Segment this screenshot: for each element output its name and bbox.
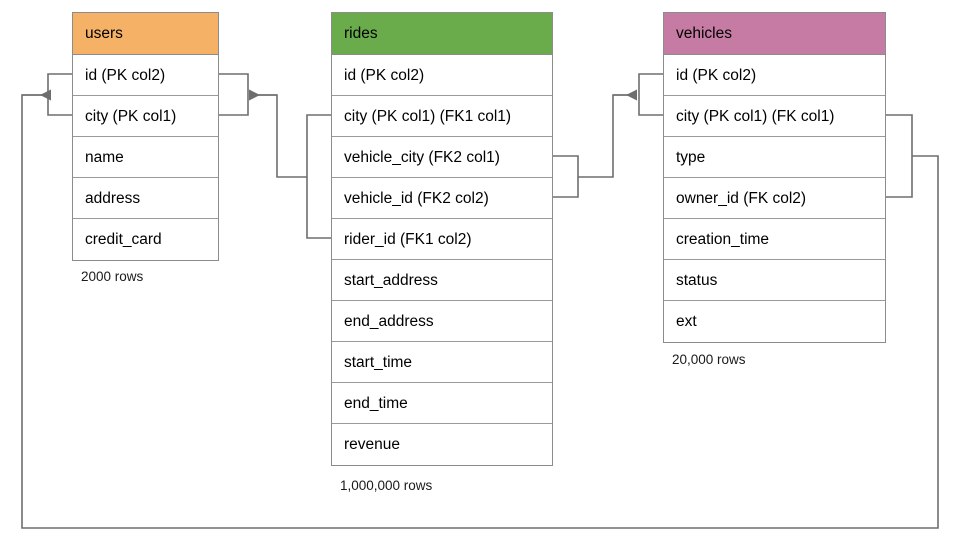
connector-vehicles-left-bracket — [638, 73, 663, 116]
row-count-rides: 1,000,000 rows — [340, 478, 433, 493]
table-row[interactable]: id (PK col2) — [73, 55, 218, 96]
table-header-vehicles: vehicles — [664, 13, 885, 55]
connector-users-right-bracket — [219, 73, 249, 116]
connector-users-left-bracket — [47, 73, 72, 116]
table-header-users: users — [73, 13, 218, 55]
table-card-users[interactable]: users id (PK col2) city (PK col1) name a… — [72, 12, 219, 261]
table-row[interactable]: id (PK col2) — [332, 55, 552, 96]
table-row[interactable]: start_time — [332, 342, 552, 383]
table-row[interactable]: city (PK col1) — [73, 96, 218, 137]
table-row[interactable]: creation_time — [664, 219, 885, 260]
connector-rides-fk1-bracket — [306, 114, 331, 239]
table-row[interactable]: rider_id (FK1 col2) — [332, 219, 552, 260]
table-header-rides: rides — [332, 13, 552, 55]
connector-rides-fk1-link — [253, 94, 307, 178]
table-row[interactable]: name — [73, 137, 218, 178]
row-count-users: 2000 rows — [81, 269, 144, 284]
table-row[interactable]: vehicle_city (FK2 col1) — [332, 137, 552, 178]
table-row[interactable]: owner_id (FK col2) — [664, 178, 885, 219]
table-row[interactable]: type — [664, 137, 885, 178]
table-row[interactable]: city (PK col1) (FK1 col1) — [332, 96, 552, 137]
table-row[interactable]: end_address — [332, 301, 552, 342]
row-count-vehicles: 20,000 rows — [672, 352, 746, 367]
table-row[interactable]: ext — [664, 301, 885, 342]
table-row[interactable]: city (PK col1) (FK col1) — [664, 96, 885, 137]
table-row[interactable]: status — [664, 260, 885, 301]
table-card-rides[interactable]: rides id (PK col2) city (PK col1) (FK1 c… — [331, 12, 553, 466]
connector-rides-fk2-link — [578, 94, 634, 178]
table-row[interactable]: address — [73, 178, 218, 219]
connector-rides-fk2-bracket — [553, 155, 579, 198]
table-row[interactable]: vehicle_id (FK2 col2) — [332, 178, 552, 219]
connector-vehicles-fk-bracket — [886, 114, 913, 198]
table-row[interactable]: id (PK col2) — [664, 55, 885, 96]
table-row[interactable]: end_time — [332, 383, 552, 424]
table-card-vehicles[interactable]: vehicles id (PK col2) city (PK col1) (FK… — [663, 12, 886, 343]
table-row[interactable]: revenue — [332, 424, 552, 465]
table-row[interactable]: credit_card — [73, 219, 218, 260]
table-row[interactable]: start_address — [332, 260, 552, 301]
